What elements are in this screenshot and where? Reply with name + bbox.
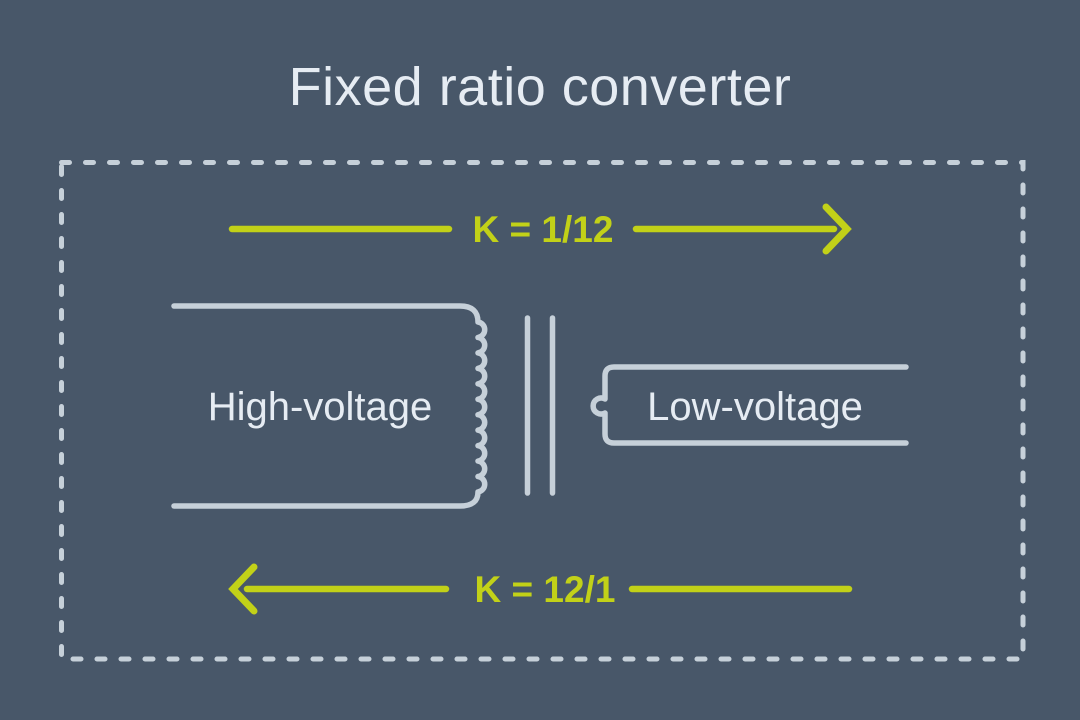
low-voltage-label: Low-voltage xyxy=(647,385,863,429)
top-arrow-ratio-label: K = 1/12 xyxy=(473,209,614,250)
top-conversion-arrow: K = 1/12 xyxy=(228,203,852,255)
bottom-arrow-ratio-label: K = 12/1 xyxy=(475,569,616,610)
right-arrowhead-icon xyxy=(822,203,852,255)
page-title: Fixed ratio converter xyxy=(289,57,792,117)
left-arrowhead-icon xyxy=(228,563,258,615)
transformer-core xyxy=(524,315,556,496)
high-voltage-winding xyxy=(171,303,488,509)
high-voltage-label: High-voltage xyxy=(208,385,433,429)
dashed-border-frame xyxy=(59,160,1026,662)
low-voltage-winding xyxy=(590,364,909,446)
bottom-conversion-arrow: K = 12/1 xyxy=(228,563,853,615)
